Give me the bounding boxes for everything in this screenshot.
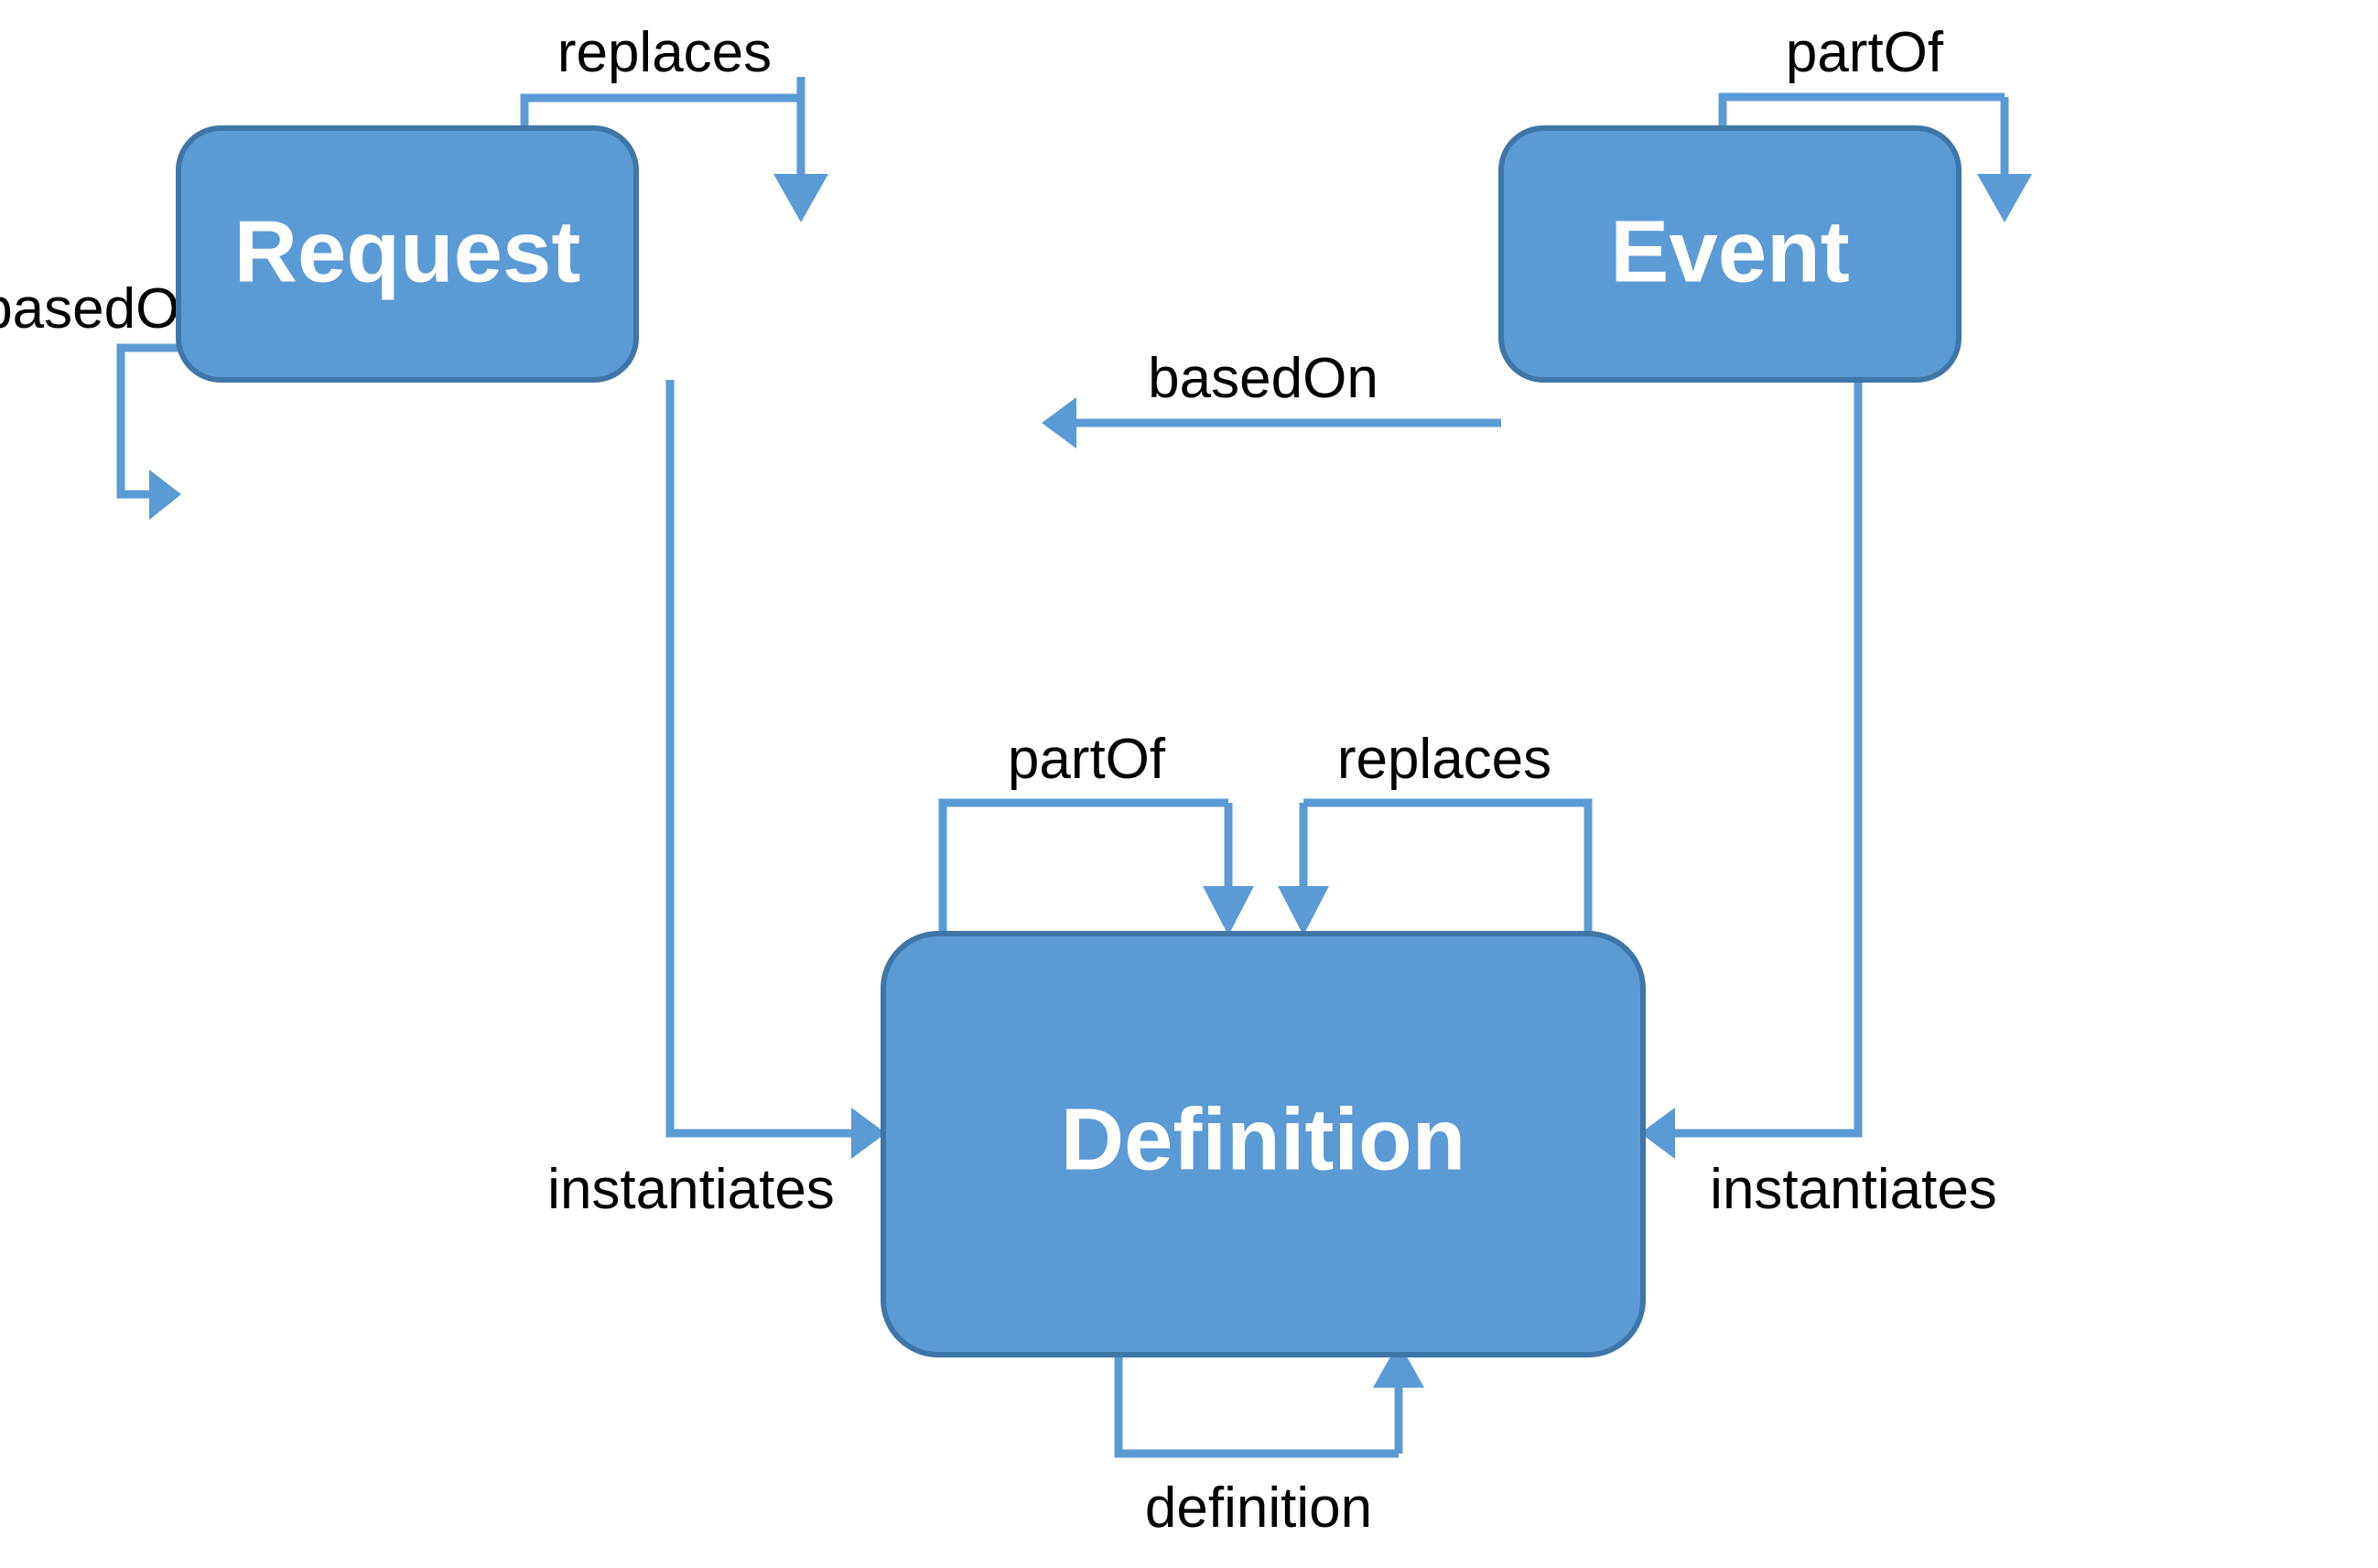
edge-definition-partof-arrowhead xyxy=(1203,886,1254,935)
edge-definition-partof-line xyxy=(938,798,1228,934)
node-definition-label: Definition xyxy=(1061,1090,1466,1188)
edge-request-instantiates-arrowhead xyxy=(851,1108,886,1159)
edge-label-replaces-definition: replaces xyxy=(1337,728,1551,791)
edge-definition-self-line xyxy=(1114,1355,1399,1458)
node-definition[interactable]: Definition xyxy=(881,931,1646,1357)
node-request-label: Request xyxy=(234,202,581,300)
edge-event-instantiates-arrowhead xyxy=(1640,1108,1675,1159)
node-definition-shape[interactable] xyxy=(881,931,1646,1357)
node-request-shape[interactable] xyxy=(176,125,639,383)
node-event-shape[interactable] xyxy=(1498,125,1962,383)
edge-label-partof-event: partOf xyxy=(1786,21,1944,84)
edge-event-partof-arrowhead xyxy=(1977,174,2032,222)
edge-label-definition-self: definition xyxy=(1145,1476,1372,1540)
edge-request-instantiates-definition: instantiates xyxy=(547,380,886,1221)
edge-event-instantiates-line xyxy=(1675,380,1863,1138)
node-event[interactable]: Event xyxy=(1498,125,1962,383)
edge-label-instantiates-left: instantiates xyxy=(547,1158,835,1221)
edge-label-replaces-request: replaces xyxy=(557,21,772,84)
edge-event-instantiates-definition: instantiates xyxy=(1640,380,1997,1221)
edge-definition-replaces-line xyxy=(1303,798,1593,934)
edge-request-replaces: replaces xyxy=(520,21,828,222)
edge-definition-self-arrowhead xyxy=(1373,1342,1424,1388)
edge-definition-replaces-arrowhead xyxy=(1278,886,1329,935)
node-request[interactable]: Request xyxy=(176,125,639,383)
edge-definition-replaces-self: replaces xyxy=(1278,728,1593,935)
edge-event-basedon-request-arrowhead xyxy=(1042,397,1076,449)
edge-label-partof-definition: partOf xyxy=(1008,728,1166,791)
edge-request-replaces-arrowhead xyxy=(773,174,828,222)
edge-definition-partof-self: partOf xyxy=(938,728,1254,935)
edge-definition-self: definition xyxy=(1114,1342,1424,1540)
edge-event-basedon-request: basedOn xyxy=(1042,347,1501,449)
node-event-label: Event xyxy=(1610,202,1849,300)
edge-request-instantiates-line xyxy=(665,380,851,1138)
edge-label-instantiates-right: instantiates xyxy=(1710,1158,1997,1221)
edge-label-basedon-event-request: basedOn xyxy=(1148,347,1378,410)
edge-request-basedon-self-arrowhead xyxy=(149,470,181,520)
